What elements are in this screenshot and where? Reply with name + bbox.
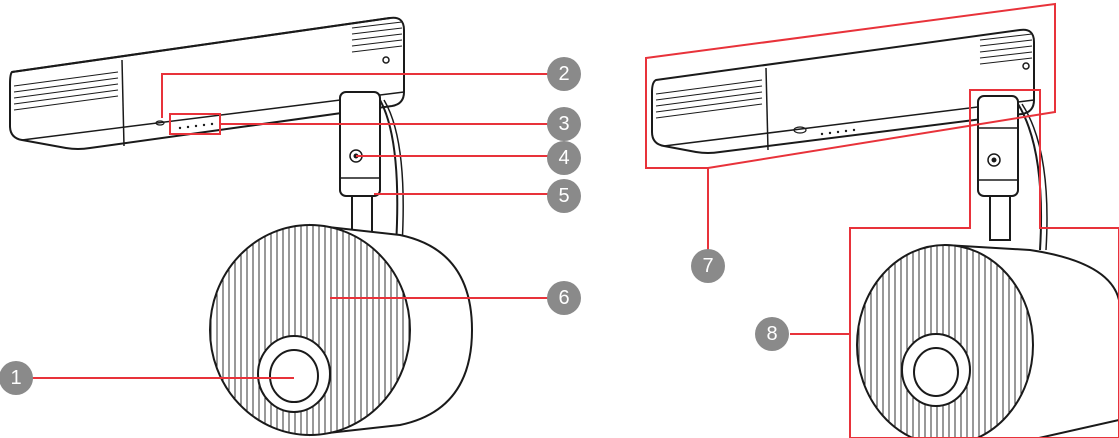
- right-projector: [651, 28, 1119, 438]
- left-mount-arm: [339, 91, 404, 247]
- callout-badge-8: 8: [755, 317, 789, 351]
- callout-lines: [30, 2, 1119, 438]
- callout-badge-1: 1: [0, 361, 33, 395]
- right-rail-unit: [651, 28, 1035, 154]
- callout-badge-4: 4: [547, 141, 581, 175]
- callout-box-8: [849, 89, 1119, 438]
- callout-box-7: [645, 2, 1056, 169]
- callout-badge-3: 3: [547, 107, 581, 141]
- callout-number-5: 5: [558, 185, 569, 207]
- left-rail-unit: [9, 16, 405, 150]
- left-projector-body: [209, 223, 474, 437]
- right-projector-body: [856, 243, 1119, 438]
- callout-number-3: 3: [558, 113, 569, 135]
- callout-badge-6: 6: [547, 281, 581, 315]
- callout-number-8: 8: [766, 323, 777, 345]
- callout-badge-2: 2: [547, 57, 581, 91]
- callout-number-4: 4: [558, 147, 569, 169]
- callout-number-6: 6: [558, 287, 569, 309]
- callout-line-2: [161, 73, 548, 118]
- left-projector: [9, 16, 474, 437]
- callout-badge-7: 7: [691, 249, 725, 283]
- callout-number-7: 7: [702, 255, 713, 277]
- callout-number-1: 1: [10, 367, 21, 389]
- callout-number-2: 2: [558, 63, 569, 85]
- callout-badge-5: 5: [547, 179, 581, 213]
